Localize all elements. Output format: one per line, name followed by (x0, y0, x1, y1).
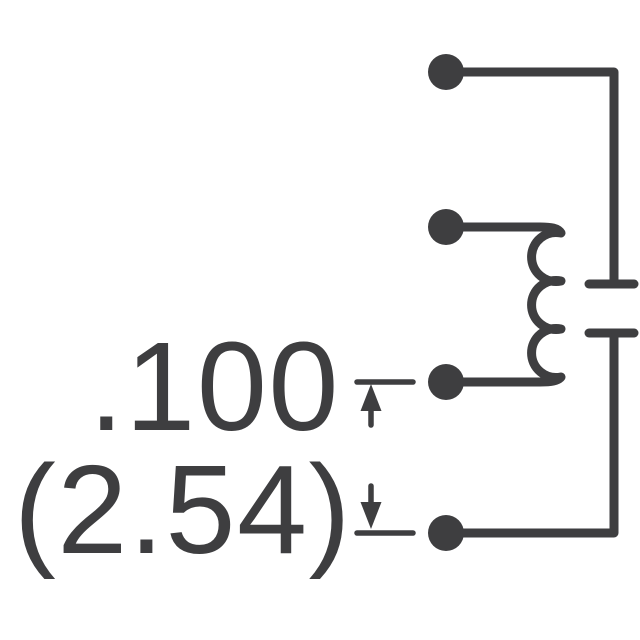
dimension-value-mm: (2.54) (14, 439, 352, 580)
inductor-coil (441, 222, 566, 387)
wire-capacitor-to-pin4 (441, 332, 619, 538)
dimension-value-inches: .100 (89, 316, 340, 457)
pin-2-dot (428, 209, 464, 245)
pin-3-dot (428, 364, 464, 400)
pin-1-dot (428, 54, 464, 90)
dimension-arrow-down-icon (360, 502, 382, 529)
dimension-arrow-up-icon (360, 384, 382, 411)
pin-4-dot (428, 515, 464, 551)
wire-pin1-to-capacitor (441, 67, 619, 285)
